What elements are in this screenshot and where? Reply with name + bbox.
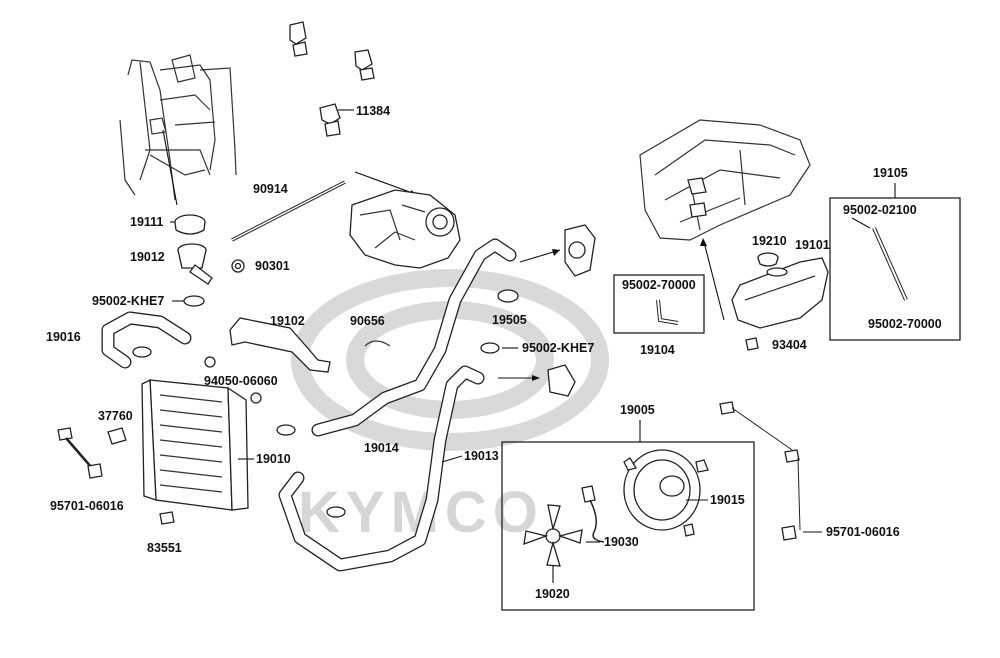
part-19101-reservoir xyxy=(731,257,829,329)
label-19102: 19102 xyxy=(270,314,305,328)
label-19020: 19020 xyxy=(535,587,570,601)
part-95002-khe7-clamp-right xyxy=(480,342,500,354)
label-19210: 19210 xyxy=(752,234,787,248)
part-90656-clip xyxy=(364,340,391,347)
part-95002-khe7-clamp-left xyxy=(183,295,205,307)
label-19010: 19010 xyxy=(256,452,291,466)
part-94050-nut xyxy=(204,356,216,368)
part-95701-bolts-right xyxy=(719,401,801,541)
part-19111-cap xyxy=(174,214,206,235)
label-90656: 90656 xyxy=(350,314,385,328)
label-83551: 83551 xyxy=(147,541,182,555)
part-19505-clamp xyxy=(497,289,519,303)
part-outlet-fitting xyxy=(547,364,576,397)
part-19020-fan-blade xyxy=(523,504,583,567)
part-19010-radiator xyxy=(141,378,262,511)
label-95701-06016-left: 95701-06016 xyxy=(50,499,124,513)
part-19013-hose xyxy=(278,365,485,572)
part-83551-grommet xyxy=(159,511,175,525)
hose-clips xyxy=(289,21,375,137)
label-19005: 19005 xyxy=(620,403,655,417)
label-19016: 19016 xyxy=(46,330,81,344)
label-90301: 90301 xyxy=(255,259,290,273)
box-19104 xyxy=(613,274,705,334)
label-19013: 19013 xyxy=(464,449,499,463)
part-19102-bracket xyxy=(229,317,331,373)
part-19015-fan-shroud xyxy=(623,449,709,537)
label-95002-khe7-left: 95002-KHE7 xyxy=(92,294,164,308)
label-19505: 19505 xyxy=(492,313,527,327)
part-93404-bolt xyxy=(745,337,759,351)
label-95701-06016-right: 95701-06016 xyxy=(826,525,900,539)
label-19104: 19104 xyxy=(640,343,675,357)
part-19014-hose xyxy=(276,238,517,437)
part-95701-bolts-left xyxy=(57,427,103,479)
label-11384: 11384 xyxy=(356,104,390,118)
frame-right-illustration xyxy=(639,119,811,241)
part-19016-hose xyxy=(101,311,192,369)
label-95002-02100: 95002-02100 xyxy=(843,203,917,217)
label-94050-06060: 94050-06060 xyxy=(204,374,278,388)
label-19101: 19101 xyxy=(795,238,830,252)
part-water-pump xyxy=(564,224,596,277)
part-19012-filler-neck xyxy=(177,243,213,285)
label-95002-70000-left: 95002-70000 xyxy=(622,278,696,292)
part-90301-nut xyxy=(231,259,245,273)
label-19015: 19015 xyxy=(710,493,745,507)
part-overflow-tube xyxy=(851,217,908,301)
part-19030-wiring xyxy=(581,485,605,543)
label-95002-70000-right: 95002-70000 xyxy=(868,317,942,331)
frame-left-illustration xyxy=(119,54,237,206)
label-37760: 37760 xyxy=(98,409,133,423)
label-19012: 19012 xyxy=(130,250,165,264)
label-90914: 90914 xyxy=(253,182,288,196)
label-19111: 19111 xyxy=(130,215,163,229)
label-19105: 19105 xyxy=(873,166,908,180)
label-19014: 19014 xyxy=(364,441,399,455)
label-19030: 19030 xyxy=(604,535,639,549)
engine-housing-illustration xyxy=(349,189,461,269)
part-37760-sensor xyxy=(107,427,127,445)
part-19210-cap xyxy=(757,252,779,267)
label-93404: 93404 xyxy=(772,338,807,352)
label-95002-khe7-right: 95002-KHE7 xyxy=(522,341,594,355)
box-19005 xyxy=(501,441,755,611)
part-19104-hose xyxy=(656,299,679,325)
